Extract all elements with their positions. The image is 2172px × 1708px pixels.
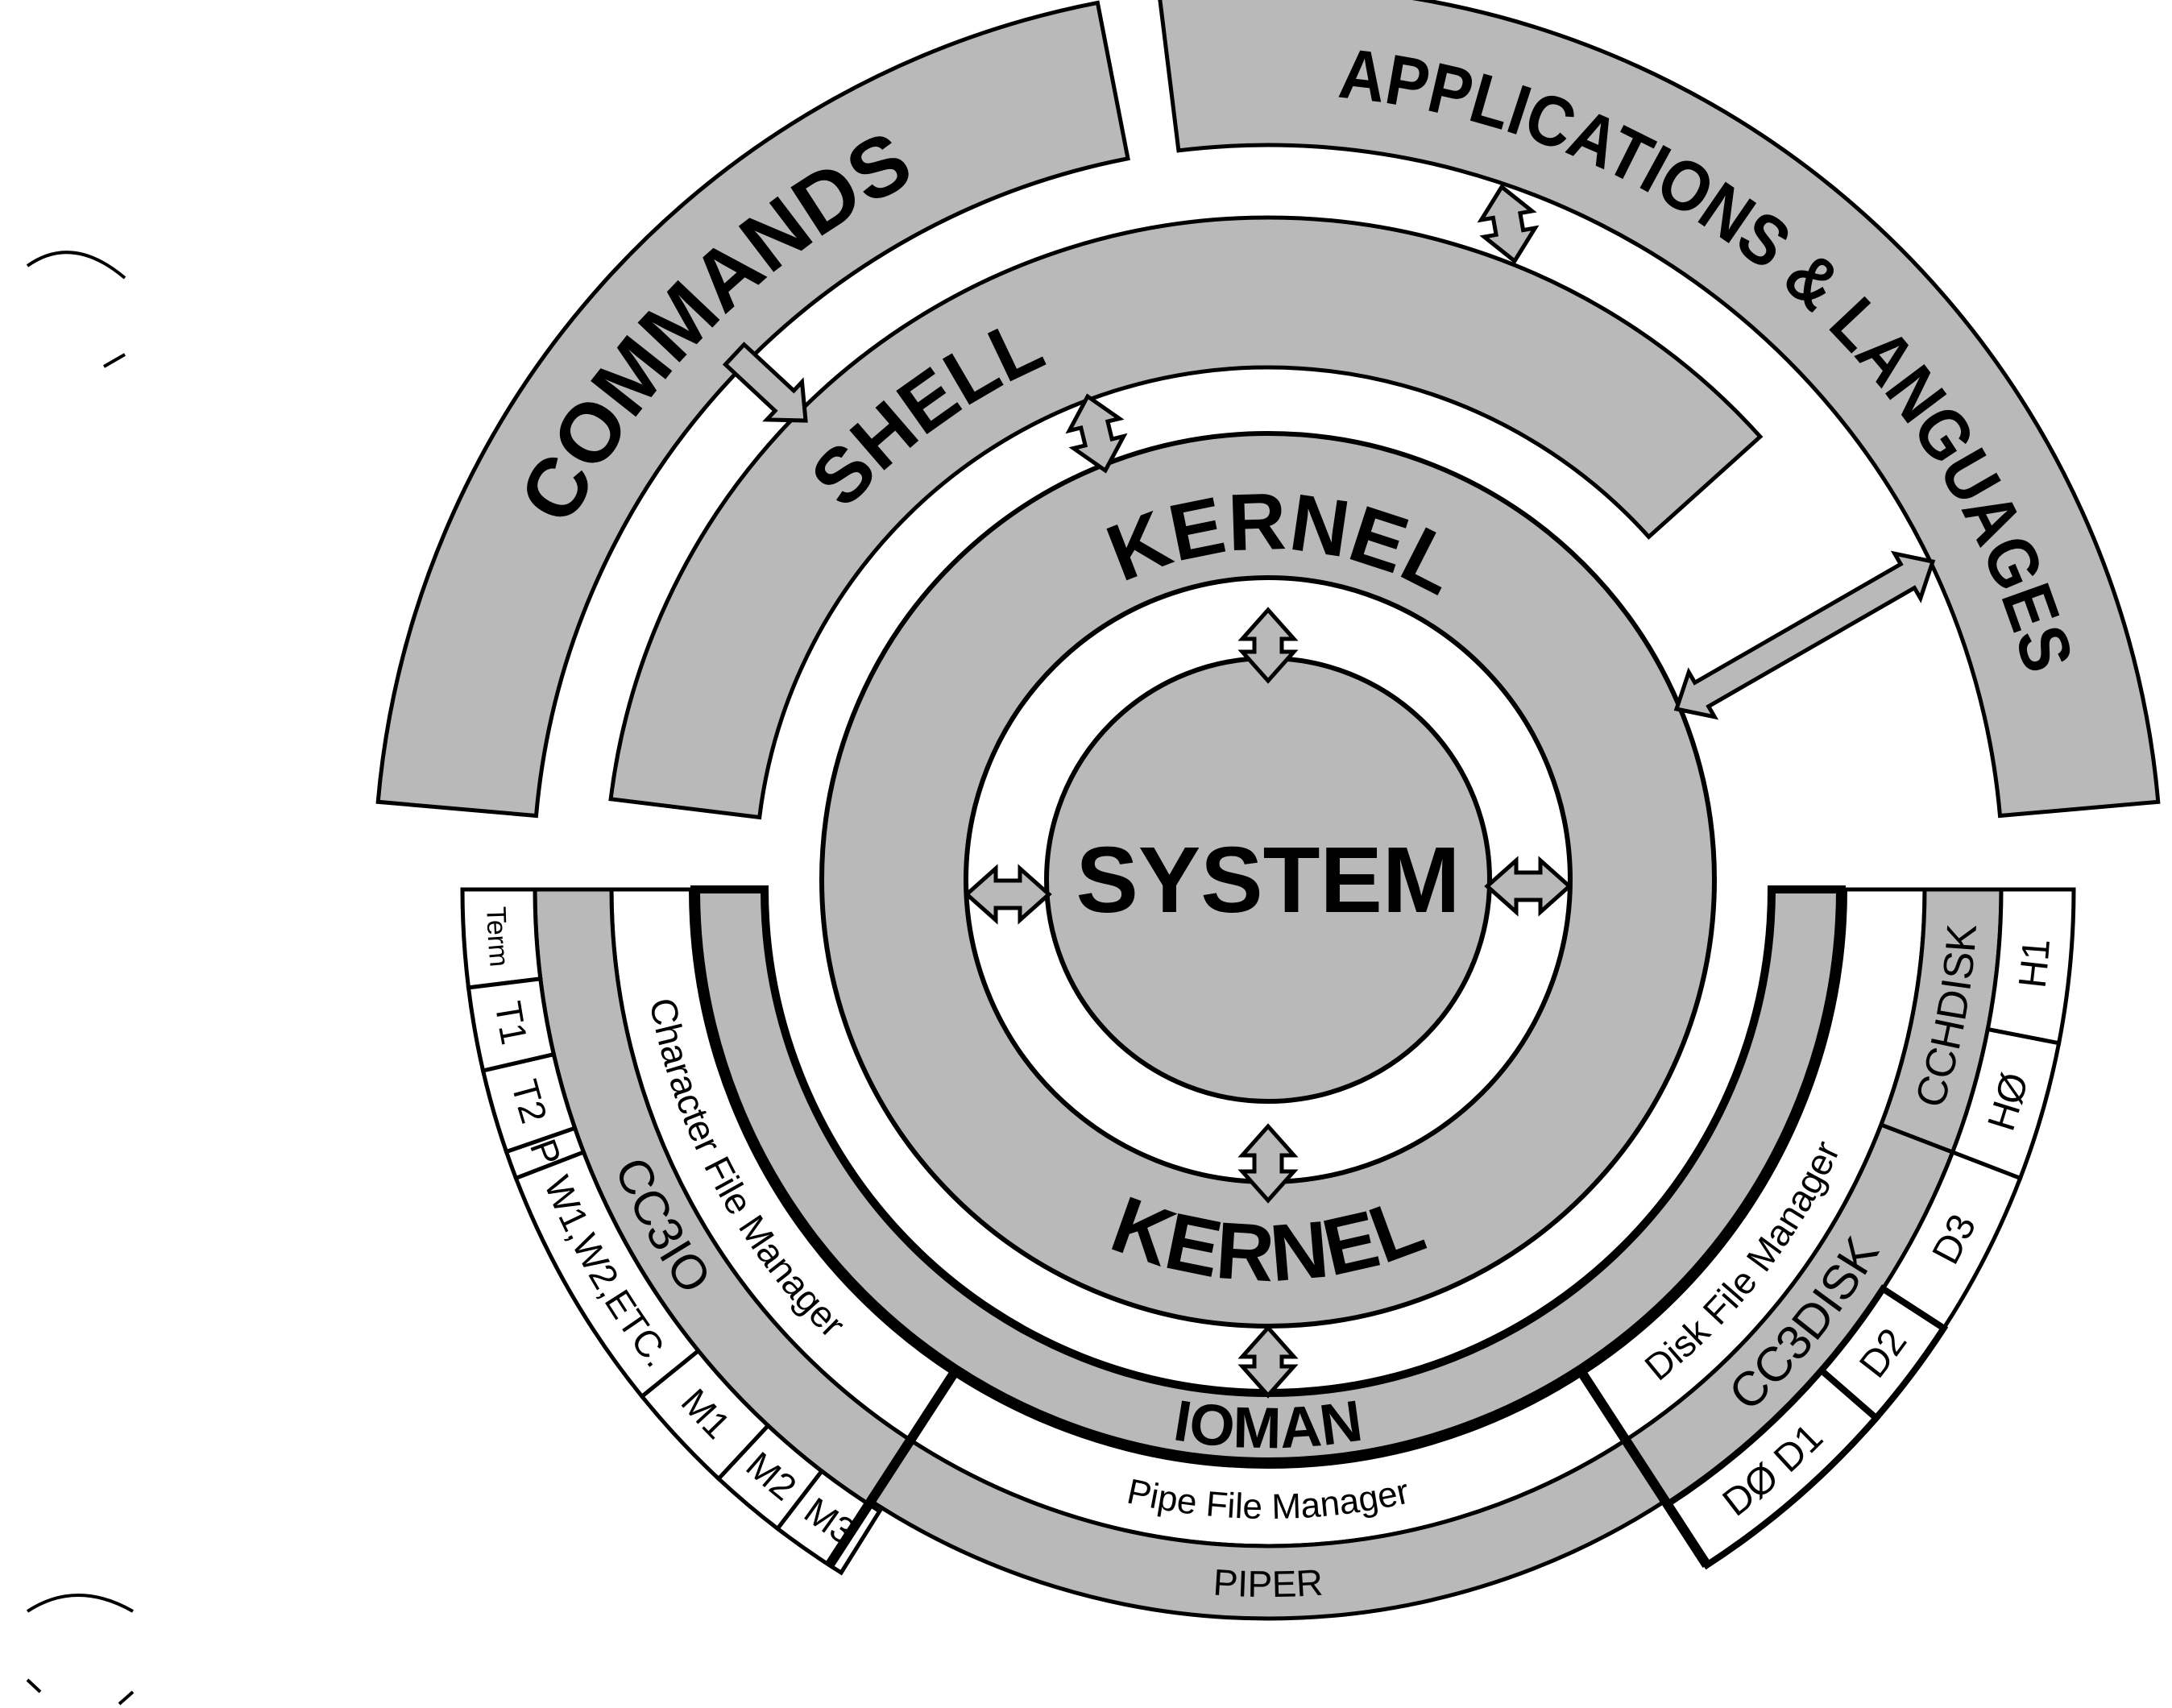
- margin-mark: [26, 1678, 42, 1693]
- char-device-box: [513, 1149, 702, 1399]
- char-device-box: [460, 887, 543, 990]
- disk-device-0-text: H1: [2011, 937, 2058, 990]
- system-label: SYSTEM: [1076, 827, 1461, 932]
- char-device-1: T1: [487, 998, 535, 1048]
- char-device-box: [466, 976, 557, 1074]
- arrow-applications-kernel: [1673, 550, 1936, 720]
- char-device-0: Term: [480, 906, 514, 968]
- arrow-commands-shell: [722, 342, 808, 423]
- arrow-kernel-system-bottom: [1237, 1123, 1299, 1204]
- pipe-divider-right: [1576, 1367, 1711, 1568]
- piper-label-text: PIPER: [1212, 1561, 1324, 1606]
- ioman-label-text: IOMAN: [1170, 1388, 1366, 1461]
- arrow-kernel-ioman: [1237, 1325, 1299, 1399]
- char-device-box: [504, 1126, 587, 1181]
- pipe-divider-left: [825, 1367, 960, 1568]
- arrow-shell-kernel: [1065, 393, 1128, 474]
- arrow-kernel-system-left: [964, 864, 1052, 925]
- char-device-box: [774, 1468, 883, 1576]
- arrow-applications-shell: [1477, 184, 1540, 264]
- margin-marks: [26, 251, 135, 1706]
- disk-device-0: H1: [2011, 937, 2058, 990]
- arrow-kernel-system-top: [1237, 607, 1299, 684]
- char-device-box: [480, 1051, 578, 1155]
- piper-label: PIPER: [1212, 1561, 1324, 1606]
- commands-band: [375, 0, 1130, 819]
- arrow-kernel-system-right: [1484, 856, 1573, 917]
- margin-mark: [26, 251, 126, 280]
- ioman-outer-border: [689, 889, 1847, 1469]
- margin-mark: [118, 1690, 135, 1706]
- margin-mark: [26, 1594, 134, 1613]
- shell-band: [608, 215, 1764, 820]
- char-device-box: [639, 1348, 771, 1482]
- ioman-label: IOMAN: [1170, 1388, 1366, 1461]
- applications-languages-band: [1158, 0, 2161, 819]
- margin-mark: [103, 353, 126, 368]
- char-device-0-text: Term: [480, 906, 514, 968]
- char-device-1-text: T1: [487, 998, 535, 1048]
